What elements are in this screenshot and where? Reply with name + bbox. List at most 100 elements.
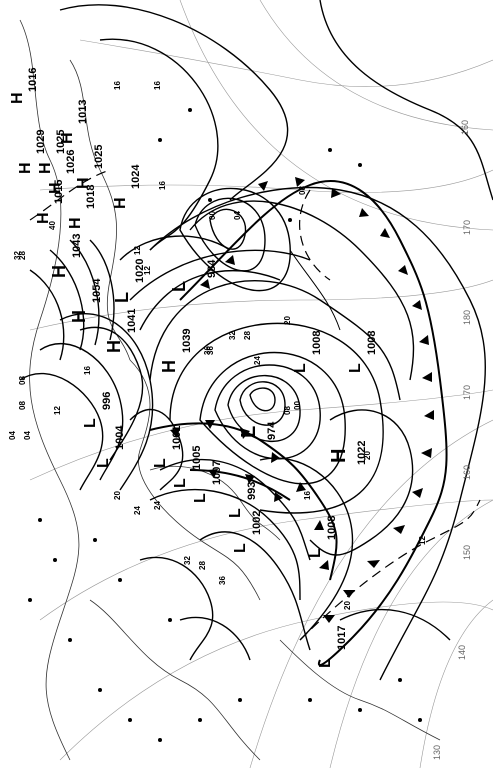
svg-text:1039: 1039 <box>181 329 193 353</box>
svg-text:H: H <box>104 340 124 353</box>
svg-text:1013: 1013 <box>77 100 89 124</box>
isobar-label: 28 <box>198 561 207 570</box>
isobar-label: 36 <box>206 346 215 355</box>
isobar-label: 12 <box>418 536 427 545</box>
station-plots <box>28 108 422 742</box>
isobar-label: 16 <box>113 81 122 90</box>
lon-label: 130 <box>432 745 442 760</box>
svg-text:1029: 1029 <box>35 130 47 154</box>
svg-text:H: H <box>37 162 54 174</box>
front-symbols <box>170 177 434 623</box>
isobar-label: 12 <box>133 246 142 255</box>
isobar-label: 04 <box>23 431 32 440</box>
svg-text:1005: 1005 <box>191 446 203 470</box>
isobar-label: 28 <box>243 331 252 340</box>
isobar-label: 20 <box>343 601 352 610</box>
isobar-label: 08 <box>283 406 292 415</box>
isobar-label: 08 <box>18 401 27 410</box>
isobar-label: 36 <box>203 346 212 355</box>
svg-text:H: H <box>75 177 92 189</box>
isobar-label: 24 <box>253 356 262 365</box>
svg-text:H: H <box>69 310 89 323</box>
svg-text:1043: 1043 <box>71 234 83 258</box>
svg-text:993: 993 <box>246 482 258 500</box>
isobar-label: 16 <box>153 81 162 90</box>
lon-label: 180 <box>462 310 472 325</box>
isobar-label: 12 <box>53 406 62 415</box>
svg-text:1026: 1026 <box>65 150 77 174</box>
svg-text:1020: 1020 <box>134 259 146 283</box>
isobar-label: 20 <box>283 316 292 325</box>
svg-text:996: 996 <box>101 392 113 410</box>
svg-text:L: L <box>95 458 112 468</box>
lon-label: 150 <box>462 545 472 560</box>
isobar-label: 12 <box>143 266 152 275</box>
svg-text:L: L <box>169 281 189 292</box>
svg-text:H: H <box>9 92 26 104</box>
isobar-label: 40 <box>48 221 57 230</box>
isobar-label: 04 <box>233 211 242 220</box>
svg-text:1025: 1025 <box>93 145 105 169</box>
isobar-label: 24 <box>153 501 162 510</box>
isobar-label: 32 <box>13 251 22 260</box>
svg-text:1015: 1015 <box>53 180 65 204</box>
svg-text:L: L <box>307 548 324 558</box>
svg-text:H: H <box>17 162 34 174</box>
svg-text:L: L <box>82 418 99 428</box>
lon-label: 140 <box>457 645 467 660</box>
svg-text:L: L <box>292 363 309 373</box>
isobar-label: 08 <box>18 376 27 385</box>
svg-text:L: L <box>227 508 244 518</box>
svg-text:H: H <box>35 212 52 224</box>
svg-text:1008: 1008 <box>311 331 323 355</box>
svg-text:1018: 1018 <box>85 185 97 209</box>
lon-label: 170 <box>462 220 472 235</box>
longitude-labels: 130 140 150 160 170 180 170 160 <box>432 120 472 760</box>
svg-text:L: L <box>112 292 132 303</box>
isobar-label: 16 <box>83 366 92 375</box>
svg-text:H: H <box>49 265 69 278</box>
lon-label: 160 <box>462 465 472 480</box>
svg-text:H: H <box>159 360 179 373</box>
svg-text:1022: 1022 <box>356 441 368 465</box>
svg-text:L: L <box>192 493 209 503</box>
svg-text:L: L <box>152 458 169 468</box>
svg-text:1016: 1016 <box>27 68 39 92</box>
svg-text:1007: 1007 <box>211 461 223 485</box>
isobar-label: 04 <box>8 431 17 440</box>
svg-text:L: L <box>347 363 364 373</box>
isobar-label: 20 <box>363 451 372 460</box>
svg-text:1008: 1008 <box>366 331 378 355</box>
isobar-label: 32 <box>183 556 192 565</box>
isobar-label: 00 <box>293 401 302 410</box>
svg-text:L: L <box>317 658 334 668</box>
svg-text:L: L <box>232 543 249 553</box>
isobar-label: 16 <box>303 491 312 500</box>
svg-text:H: H <box>47 182 64 194</box>
isobar-label: 24 <box>133 506 142 515</box>
isobar-label: 28 <box>18 251 27 260</box>
svg-text:1008: 1008 <box>326 516 338 540</box>
svg-text:1017: 1017 <box>336 626 348 650</box>
